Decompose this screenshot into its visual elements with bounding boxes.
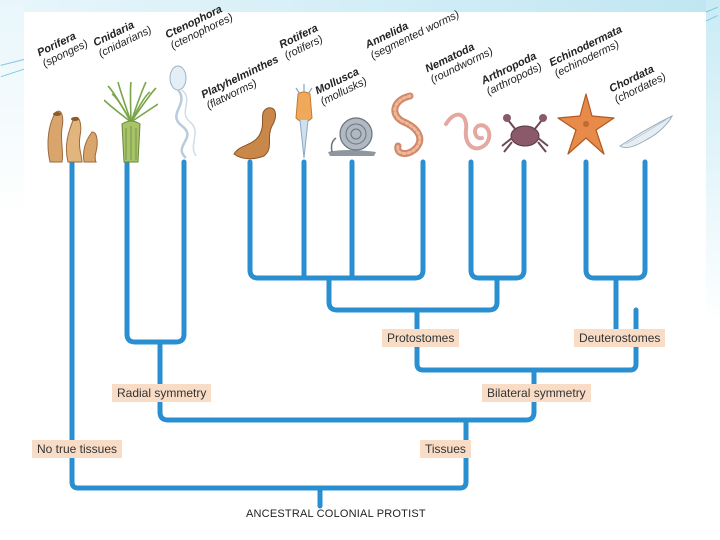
phylogeny-diagram: Porifera (sponges) Cnidaria (cnidarians)… [24,3,706,534]
crab-illustration [501,114,549,153]
sea-anemone-illustration [104,82,158,163]
root-label: ANCESTRAL COLONIAL PROTIST [246,508,426,520]
branch-radial-to-tissues [157,339,537,423]
lancelet-illustration [619,114,674,149]
branch-protostome-stem [414,307,639,373]
phylogenetic-tree [69,159,648,509]
node-label-protostomes: Protostomes [382,329,460,347]
sea-star-illustration [557,93,615,155]
node-label-bilateral-symmetry: Bilateral symmetry [482,384,591,402]
branch-lophotrochozoa [247,159,426,281]
node-label-radial-symmetry: Radial symmetry [112,384,212,402]
slide-frame-top [0,0,720,12]
branch-ecdysozoa [468,159,527,281]
earthworm-illustration [391,92,424,157]
slide-frame-left [0,0,24,540]
snail-illustration [328,117,376,156]
node-label-no-true-tissues: No true tissues [32,440,123,458]
branch-radiata [124,159,187,345]
comb-jelly-illustration [169,65,197,159]
slide-frame-right [706,0,720,540]
branch-protostomes [326,275,500,313]
branch-deuterostomes [583,159,648,281]
node-label-deuterostomes: Deuterostomes [574,329,666,347]
sponge-illustration [47,110,98,163]
branch-porifera [69,159,469,491]
rotifer-illustration [295,84,313,159]
flatworm-illustration [233,107,276,160]
node-label-tissues: Tissues [420,440,471,458]
roundworm-illustration [444,112,492,151]
